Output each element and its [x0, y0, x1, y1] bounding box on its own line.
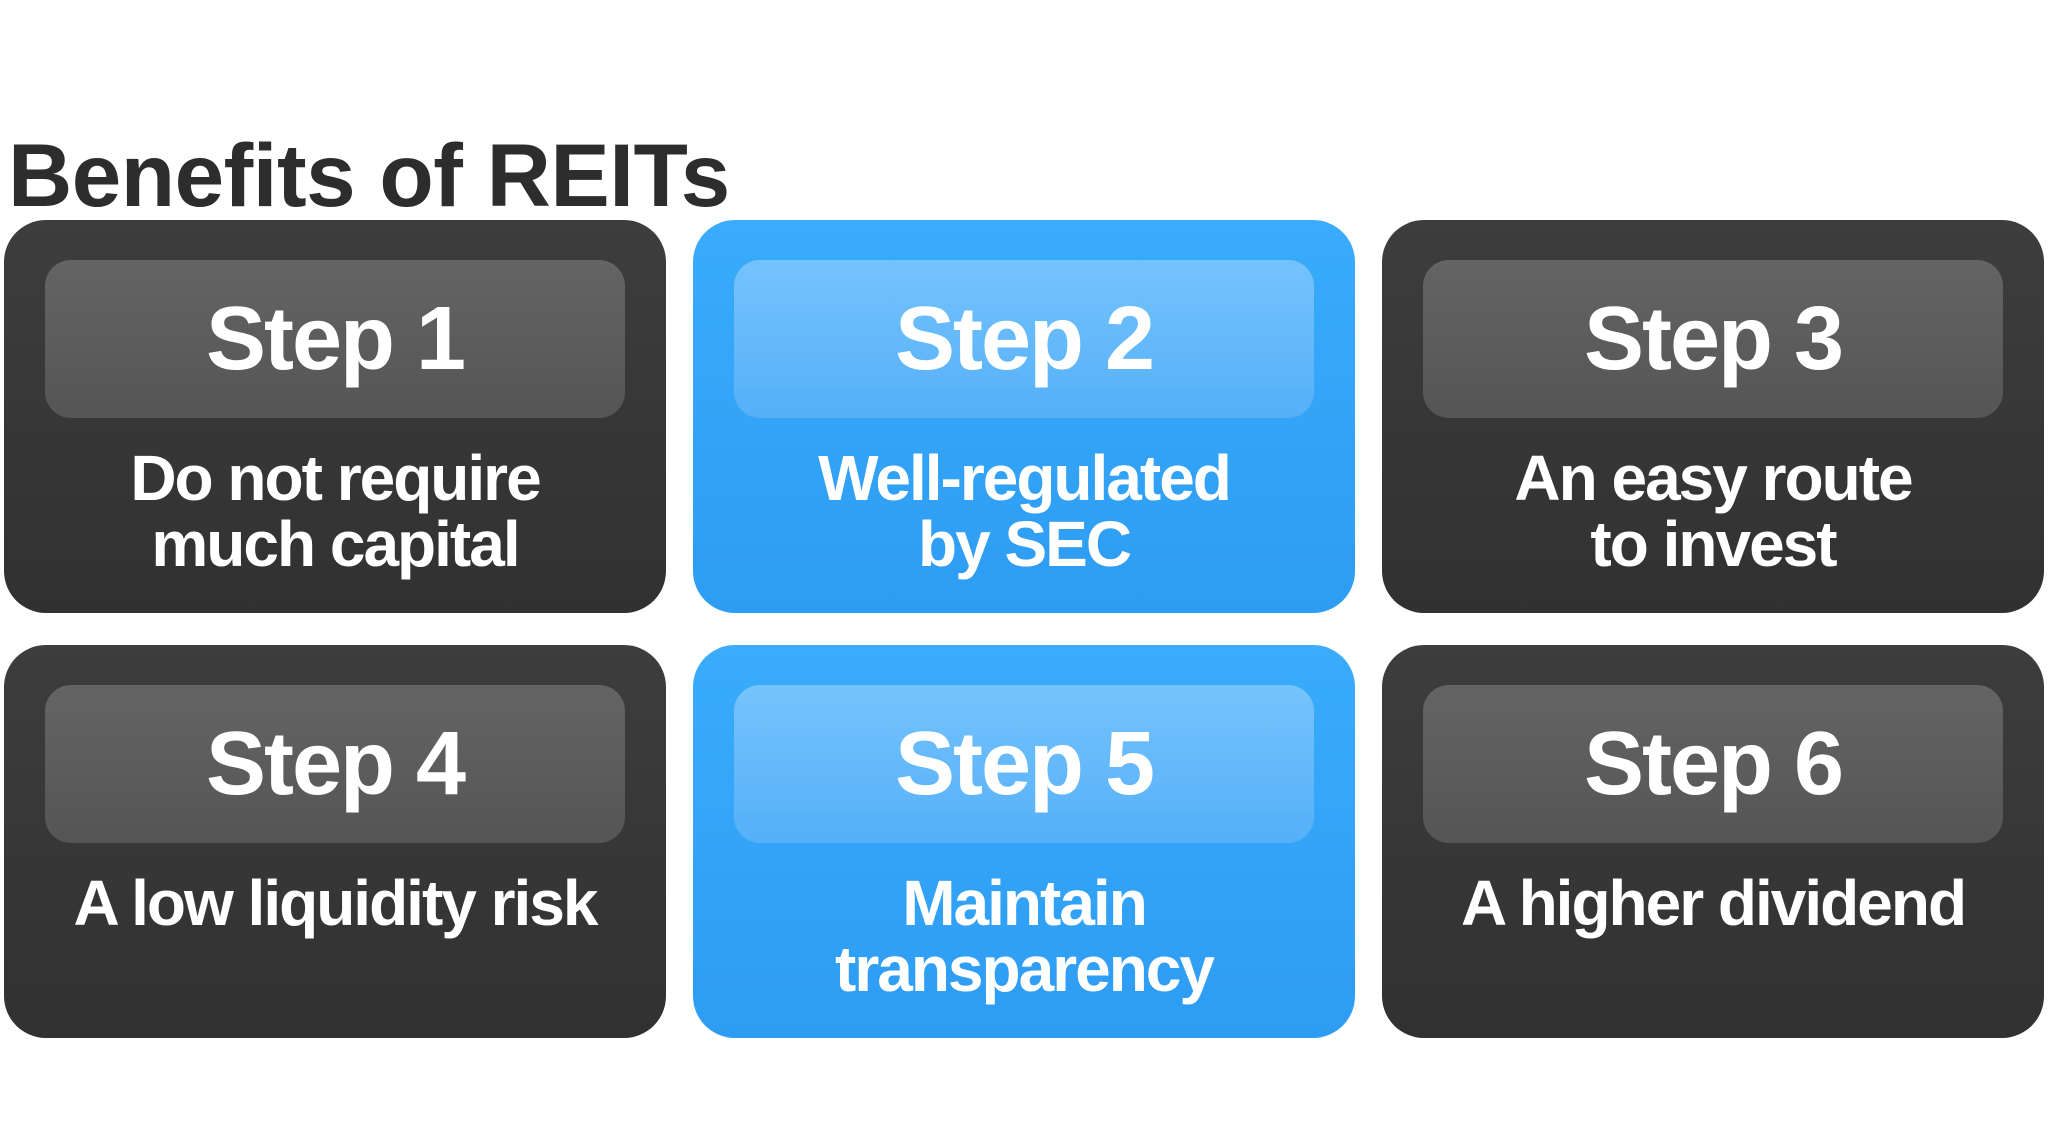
step-badge-4: Step 4	[45, 685, 625, 843]
step-description-6: A higher dividend	[1460, 867, 1967, 939]
step-card-1: Step 1 Do not require much capital	[4, 220, 666, 613]
step-description-1: Do not require much capital	[130, 442, 541, 580]
step-card-6: Step 6 A higher dividend	[1382, 645, 2044, 1038]
step-badge-1: Step 1	[45, 260, 625, 418]
step-label-6: Step 6	[1583, 713, 1844, 814]
page-title: Benefits of REITs	[8, 124, 730, 225]
step-badge-2: Step 2	[734, 260, 1314, 418]
step-description-5: Maintain transparency	[835, 867, 1215, 1005]
step-card-4: Step 4 A low liquidity risk	[4, 645, 666, 1038]
step-label-5: Step 5	[894, 713, 1155, 814]
step-description-4: A low liquidity risk	[73, 867, 598, 939]
step-description-3: An easy route to invest	[1514, 442, 1913, 580]
step-badge-6: Step 6	[1423, 685, 2003, 843]
step-label-1: Step 1	[205, 288, 466, 389]
step-badge-5: Step 5	[734, 685, 1314, 843]
step-badge-3: Step 3	[1423, 260, 2003, 418]
step-card-3: Step 3 An easy route to invest	[1382, 220, 2044, 613]
step-description-2: Well-regulated by SEC	[818, 442, 1232, 580]
step-label-3: Step 3	[1583, 288, 1844, 389]
step-label-2: Step 2	[894, 288, 1155, 389]
step-card-2: Step 2 Well-regulated by SEC	[693, 220, 1355, 613]
step-label-4: Step 4	[205, 713, 466, 814]
step-card-5: Step 5 Maintain transparency	[693, 645, 1355, 1038]
